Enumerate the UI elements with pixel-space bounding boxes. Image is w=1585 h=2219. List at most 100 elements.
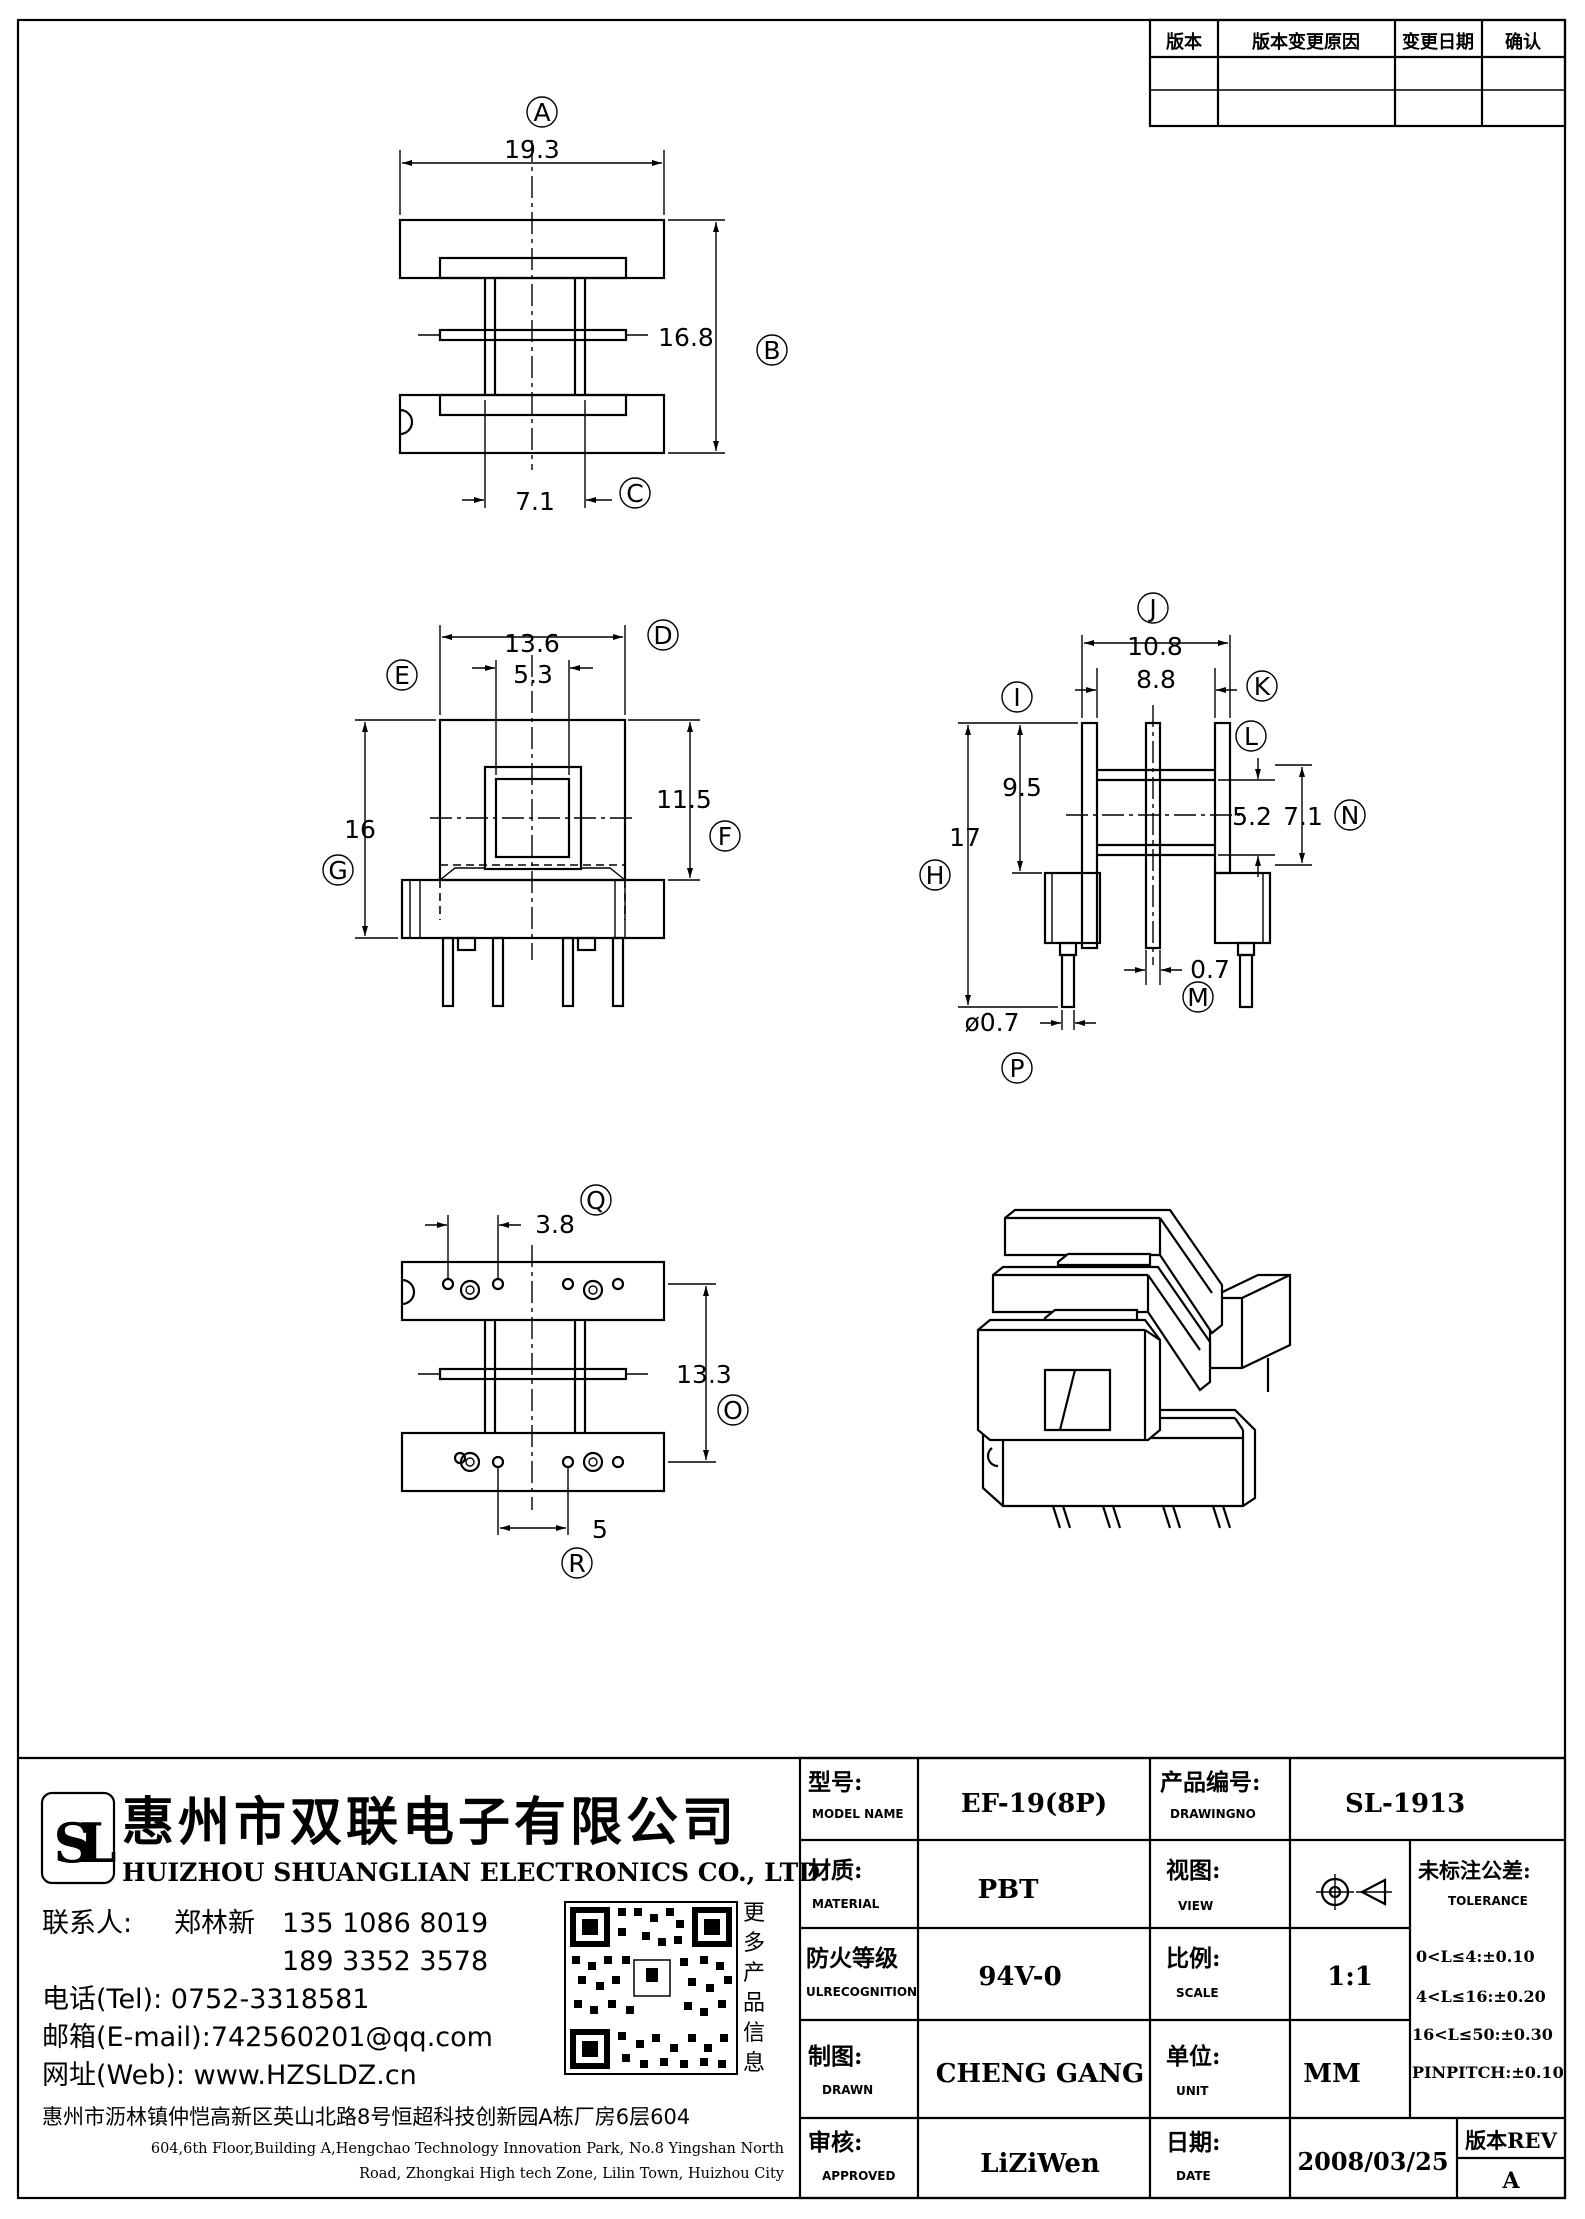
material-label: 材质:	[808, 1857, 863, 1884]
label-c: C	[626, 479, 643, 508]
dim-a-value: 19.3	[504, 135, 560, 164]
dim-h-value: 17	[949, 823, 981, 852]
dim-g-value: 16	[344, 815, 376, 844]
dim-j-value: 10.8	[1127, 632, 1183, 661]
label-d: D	[653, 621, 672, 650]
dim-b-value: 16.8	[658, 323, 714, 352]
label-g: G	[328, 856, 347, 885]
drawn-value: CHENG GANG	[936, 2059, 1144, 2089]
tolerance-line-4: PINPITCH:±0.10	[1412, 2063, 1564, 2082]
scale-sub: SCALE	[1176, 1986, 1219, 2000]
date-label: 日期:	[1166, 2129, 1221, 2156]
unit-value: MM	[1303, 2059, 1361, 2089]
unit-sub: UNIT	[1176, 2084, 1209, 2098]
drawing-no-sub: DRAWINGNO	[1170, 1807, 1256, 1821]
label-e: E	[394, 661, 410, 690]
date-sub: DATE	[1176, 2169, 1211, 2183]
view-label: 视图:	[1166, 1857, 1221, 1884]
drawn-label: 制图:	[808, 2043, 863, 2070]
revision-table: 版本 版本变更原因 变更日期 确认	[1148, 18, 1567, 128]
label-q: Q	[586, 1186, 606, 1215]
label-j: J	[1147, 594, 1156, 623]
model-label: 型号:	[808, 1769, 863, 1796]
material-sub: MATERIAL	[812, 1897, 880, 1911]
dim-q-value: 3.8	[535, 1210, 575, 1239]
bottom-view: 3.8 Q 13.3 O 5 R	[400, 1184, 749, 1579]
dim-r-value: 5	[592, 1515, 608, 1544]
fire-rating-value: 94V-0	[978, 1962, 1061, 1992]
title-block: 型号: MODEL NAME EF-19(8P) 产品编号: DRAWINGNO…	[18, 1756, 1567, 2200]
view-sub: VIEW	[1178, 1899, 1213, 1913]
qr-side-1: 更	[743, 1901, 765, 1926]
tolerance-sub: TOLERANCE	[1448, 1894, 1528, 1908]
label-h: H	[926, 861, 945, 890]
label-b: B	[763, 336, 780, 365]
qr-side-2: 多	[743, 1931, 765, 1956]
label-i: I	[1013, 683, 1020, 712]
rev-header-version: 版本	[1166, 31, 1202, 53]
label-r: R	[568, 1549, 585, 1578]
contact-phone-2: 189 3352 3578	[282, 1946, 488, 1977]
fire-rating-label: 防火等级	[806, 1945, 898, 1972]
tolerance-line-3: 16<L≤50:±0.30	[1412, 2025, 1553, 2044]
label-p: P	[1009, 1054, 1024, 1083]
address-cn: 惠州市沥林镇仲恺高新区英山北路8号恒超科技创新园A栋厂房6层604	[42, 2105, 690, 2129]
drawing-no-label: 产品编号:	[1160, 1769, 1261, 1796]
scale-label: 比例:	[1166, 1945, 1221, 1972]
scale-value: 1:1	[1327, 1962, 1373, 1992]
dim-i-value: 9.5	[1002, 773, 1042, 802]
tolerance-line-1: 0<L≤4:±0.10	[1416, 1947, 1535, 1966]
label-o: O	[723, 1396, 743, 1425]
qr-side-3: 产	[743, 1961, 765, 1986]
dim-f-value: 11.5	[656, 785, 712, 814]
material-value: PBT	[978, 1875, 1040, 1905]
company-email: 邮箱(E-mail):742560201@qq.com	[42, 2022, 493, 2053]
drawn-sub: DRAWN	[822, 2083, 873, 2097]
contact-label: 联系人:	[42, 1908, 132, 1939]
dim-n-value: 7.1	[1283, 802, 1323, 831]
side-view: 10.8 J 8.8 K 9.5 I 17 H 5.2 L	[919, 592, 1366, 1084]
company-web: 网址(Web): www.HZSLDZ.cn	[42, 2060, 417, 2091]
dim-d-value: 13.6	[504, 629, 560, 658]
dim-l-value: 5.2	[1232, 802, 1272, 831]
qr-side-5: 信	[743, 2021, 765, 2046]
company-name-en: HUIZHOU SHUANGLIAN ELECTRONICS CO., LTD	[122, 1858, 820, 1887]
dim-o-value: 13.3	[676, 1360, 732, 1389]
dim-e-value: 5.3	[513, 660, 553, 689]
label-n: N	[1341, 801, 1360, 830]
approved-value: LiZiWen	[980, 2149, 1100, 2179]
approved-sub: APPROVED	[822, 2169, 895, 2183]
address-en-1: 604,6th Floor,Building A,Hengchao Techno…	[151, 2141, 784, 2157]
tolerance-label: 未标注公差:	[1418, 1858, 1531, 1883]
unit-label: 单位:	[1166, 2043, 1221, 2070]
label-f: F	[718, 822, 732, 851]
company-tel: 电话(Tel): 0752-3318581	[42, 1984, 369, 2015]
rev-value: A	[1501, 2168, 1520, 2194]
front-view: 13.6 D 5.3 E 11.5 F 16 G	[322, 619, 741, 1008]
rev-header-confirm: 确认	[1505, 31, 1542, 53]
dim-p-value: ø0.7	[964, 1008, 1019, 1037]
qr-side-4: 品	[743, 1991, 765, 2016]
rev-header-reason: 版本变更原因	[1252, 31, 1360, 53]
fire-rating-sub: ULRECOGNITION	[806, 1985, 917, 1999]
logo-letters: SL	[54, 1811, 116, 1875]
dim-m-value: 0.7	[1190, 955, 1230, 984]
label-k: K	[1254, 672, 1271, 701]
label-l: L	[1244, 722, 1258, 751]
company-name-cn: 惠州市双联电子有限公司	[122, 1792, 738, 1853]
address-en-2: Road, Zhongkai High tech Zone, Lilin Tow…	[359, 2166, 785, 2182]
dim-c-value: 7.1	[515, 487, 555, 516]
contact-phone-1: 135 1086 8019	[282, 1908, 488, 1939]
label-a: A	[533, 98, 550, 127]
company-logo: SL	[40, 1791, 130, 1885]
contact-name: 郑林新	[174, 1908, 255, 1939]
company-block: SL 惠州市双联电子有限公司 HUIZHOU SHUANGLIAN ELECTR…	[40, 1791, 820, 2182]
date-value: 2008/03/25	[1297, 2147, 1448, 2176]
qr-side-6: 息	[743, 2051, 765, 2076]
model-value: EF-19(8P)	[961, 1789, 1107, 1819]
projection-icon	[1316, 1874, 1392, 1910]
model-sub: MODEL NAME	[812, 1807, 904, 1821]
rev-header-date: 变更日期	[1402, 31, 1474, 53]
dim-k-value: 8.8	[1136, 665, 1176, 694]
